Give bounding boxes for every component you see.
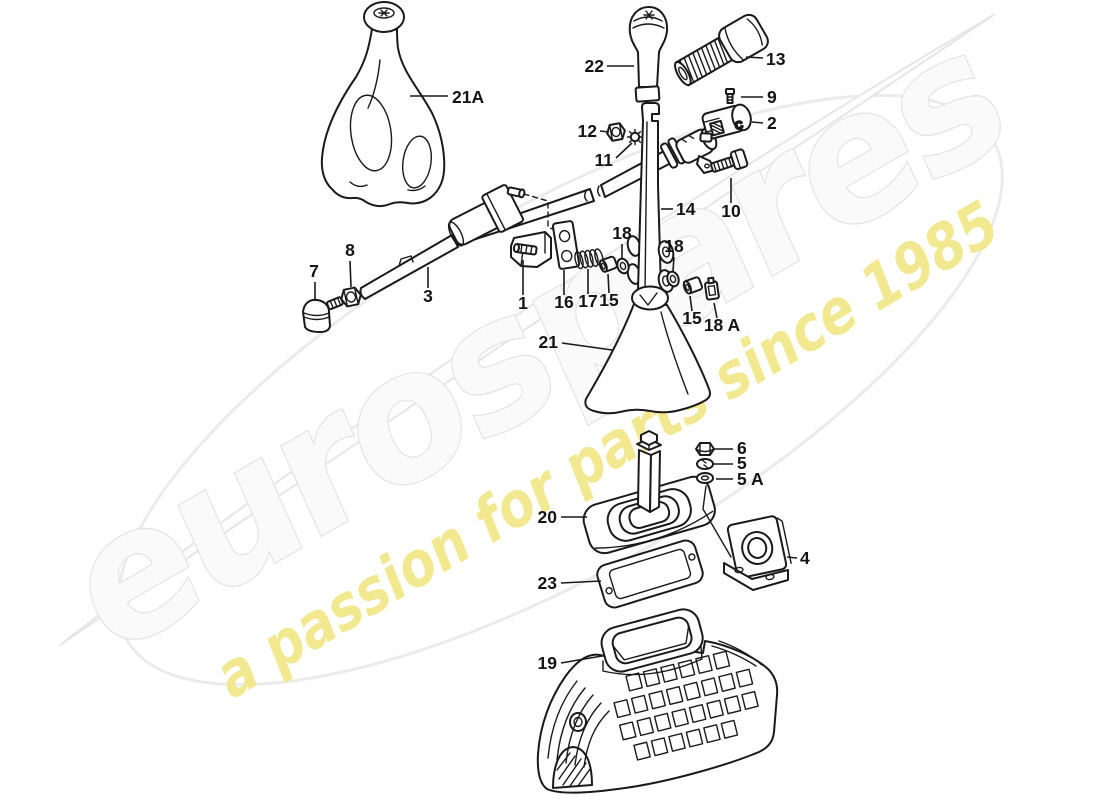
part-label-8[interactable]: 8 xyxy=(345,240,355,260)
part-drawing-clip-18a[interactable] xyxy=(704,276,720,301)
part-label-20[interactable]: 20 xyxy=(538,507,558,527)
part-drawing-washer-18-left[interactable] xyxy=(615,257,630,275)
part-label-3[interactable]: 3 xyxy=(423,286,433,306)
part-label-16[interactable]: 16 xyxy=(554,292,574,312)
part-drawing-boot-21[interactable] xyxy=(584,285,711,415)
part-label-7[interactable]: 7 xyxy=(309,261,319,281)
part-drawing-plate-16[interactable] xyxy=(551,220,581,270)
part-label-11[interactable]: 11 xyxy=(595,150,614,170)
watermark-brand-text: eurospares xyxy=(42,0,1027,697)
part-drawing-lockwasher-11[interactable] xyxy=(626,128,644,146)
part-drawing-bracket-4[interactable] xyxy=(723,514,792,591)
part-label-10[interactable]: 10 xyxy=(721,201,741,221)
part-drawing-washer-5[interactable] xyxy=(696,458,714,470)
part-drawing-screw-9[interactable] xyxy=(725,88,735,104)
part-drawing-gasket-23[interactable] xyxy=(595,538,705,610)
part-drawing-knob-22[interactable] xyxy=(628,6,669,103)
part-label-22[interactable]: 22 xyxy=(585,56,605,76)
part-drawing-console-19[interactable] xyxy=(536,606,779,794)
stud-reference-line xyxy=(702,485,732,558)
part-label-19[interactable]: 19 xyxy=(538,653,558,673)
part-drawing-nut-12[interactable] xyxy=(606,122,627,142)
part-label-1[interactable]: 1 xyxy=(518,293,528,313)
part-label-12[interactable]: 12 xyxy=(578,121,598,141)
part-label-9[interactable]: 9 xyxy=(767,87,777,107)
part-label-13[interactable]: 13 xyxy=(766,49,786,69)
part-label-5a[interactable]: 5 A xyxy=(737,469,764,489)
part-label-18-right[interactable]: 18 xyxy=(664,236,684,256)
part-label-6[interactable]: 6 xyxy=(737,438,747,458)
part-drawing-washer-5a[interactable] xyxy=(696,472,714,484)
part-label-2[interactable]: 2 xyxy=(767,113,777,133)
watermark-swoosh xyxy=(59,13,996,646)
part-drawing-knob-boot-21a[interactable] xyxy=(320,1,446,208)
part-drawing-coupling-2[interactable] xyxy=(694,102,755,144)
leader-lines xyxy=(314,56,798,664)
part-drawing-bushing-15-left[interactable] xyxy=(598,255,618,273)
part-label-15-right[interactable]: 15 xyxy=(682,308,702,328)
part-label-17[interactable]: 17 xyxy=(578,291,597,311)
part-drawing-washer-18-right[interactable] xyxy=(665,270,680,288)
part-drawing-nut-6[interactable] xyxy=(695,442,715,456)
part-drawing-bolt-10[interactable] xyxy=(709,148,749,177)
part-label-18a[interactable]: 18 A xyxy=(704,315,741,335)
part-label-21[interactable]: 21 xyxy=(539,332,559,352)
part-2-face-mark: C xyxy=(734,119,744,132)
part-drawing-rod-3[interactable] xyxy=(359,184,526,300)
part-drawing-selector-1[interactable] xyxy=(510,231,552,268)
part-labels: 21A 22 13 9 2 12 11 14 10 8 7 3 1 16 17 … xyxy=(309,49,810,673)
part-label-21a[interactable]: 21A xyxy=(452,87,484,107)
part-drawing-nut-8[interactable] xyxy=(339,286,362,308)
part-drawing-base-20[interactable] xyxy=(580,430,719,557)
part-label-4[interactable]: 4 xyxy=(800,548,810,568)
part-label-18-left[interactable]: 18 xyxy=(612,223,632,243)
part-drawing-balljoint-7[interactable] xyxy=(302,296,344,333)
part-label-5[interactable]: 5 xyxy=(737,453,747,473)
part-drawing-damper-13[interactable] xyxy=(669,12,771,93)
part-drawing-bushing-15-right[interactable] xyxy=(682,276,703,295)
part-label-14[interactable]: 14 xyxy=(676,199,696,219)
watermark: eurospares a passion for parts since 198… xyxy=(41,0,1029,713)
part-label-15-left[interactable]: 15 xyxy=(599,290,619,310)
part-label-23[interactable]: 23 xyxy=(538,573,558,593)
